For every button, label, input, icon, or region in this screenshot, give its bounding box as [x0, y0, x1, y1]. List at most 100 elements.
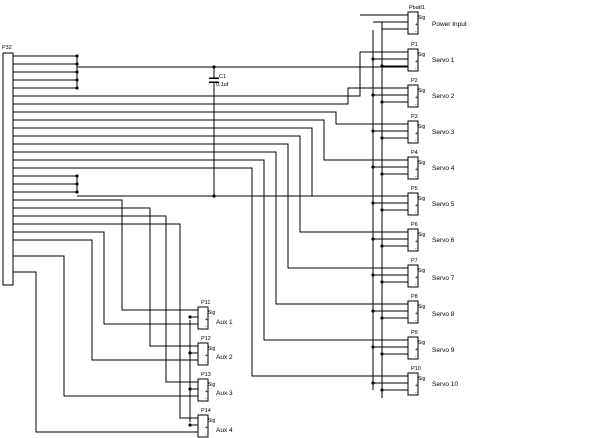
wire — [13, 143, 408, 269]
svg-text:Sig: Sig — [418, 160, 425, 166]
svg-text:Sig: Sig — [208, 310, 215, 316]
wire — [13, 159, 408, 341]
capacitor-c1: C1 0.1uf — [209, 67, 229, 196]
wire — [13, 111, 408, 125]
connector-label: Servo 6 — [432, 237, 455, 244]
connector-label: Aux 3 — [216, 390, 233, 397]
connector-label: Servo 9 — [432, 347, 455, 354]
connector-p9: P9 Sig + - Servo 9 — [407, 330, 455, 360]
svg-text:P8: P8 — [411, 294, 418, 300]
connector-p4: P4 Sig + - Servo 4 — [407, 150, 455, 180]
junction-dot — [371, 237, 375, 241]
svg-text:-: - — [415, 318, 417, 324]
p32-body — [2, 52, 14, 286]
c1-designator: C1 — [219, 74, 226, 80]
svg-text:+: + — [415, 95, 418, 101]
svg-text:Sig: Sig — [418, 124, 425, 130]
junction-dot — [75, 190, 79, 194]
svg-text:Sig: Sig — [208, 418, 215, 424]
svg-text:+: + — [415, 131, 418, 137]
junction-dot — [380, 100, 384, 104]
junctions — [75, 54, 384, 427]
junction-dot — [380, 208, 384, 212]
wire — [13, 151, 408, 305]
junction-dot — [371, 129, 375, 133]
connector-pbatt1: Pbatt1 Sig + - Power Input — [407, 5, 467, 35]
svg-text:+: + — [415, 239, 418, 245]
wire — [13, 135, 408, 233]
junction-dot — [371, 57, 375, 61]
junction-dot — [371, 345, 375, 349]
connector-label: Power Input — [432, 21, 467, 28]
svg-text:P1: P1 — [411, 42, 418, 48]
svg-text:P14: P14 — [201, 408, 211, 414]
junction-dot — [75, 78, 79, 82]
junction-dot — [188, 387, 192, 391]
wire — [13, 215, 198, 383]
wire — [13, 255, 198, 397]
connector-label: Servo 2 — [432, 93, 455, 100]
junction-dot — [380, 64, 384, 68]
svg-text:Sig: Sig — [208, 346, 215, 352]
svg-text:P10: P10 — [411, 366, 421, 372]
junction-dot — [371, 309, 375, 313]
svg-text:+: + — [415, 59, 418, 65]
svg-text:+: + — [415, 383, 418, 389]
svg-text:+: + — [415, 22, 418, 28]
connector-p11: P11 Sig + - Aux 1 — [197, 300, 233, 330]
wire — [13, 87, 408, 105]
connector-p2: P2 Sig + - Servo 2 — [407, 78, 455, 108]
svg-text:P6: P6 — [411, 222, 418, 228]
svg-text:P12: P12 — [201, 336, 211, 342]
junction-dot — [380, 280, 384, 284]
connector-label: Servo 1 — [432, 57, 455, 64]
svg-text:+: + — [205, 389, 208, 395]
svg-text:+: + — [415, 275, 418, 281]
svg-text:Sig: Sig — [418, 196, 425, 202]
connector-label: Servo 4 — [432, 165, 455, 172]
svg-text:Sig: Sig — [418, 15, 425, 21]
svg-text:P11: P11 — [201, 300, 210, 306]
svg-text:P4: P4 — [411, 150, 418, 156]
junction-dot — [380, 352, 384, 356]
wire — [13, 199, 198, 311]
svg-text:-: - — [205, 432, 207, 438]
svg-text:+: + — [415, 311, 418, 317]
svg-text:-: - — [415, 210, 417, 216]
junction-dot — [380, 244, 384, 248]
junction-dot — [371, 381, 375, 385]
svg-text:Sig: Sig — [418, 340, 425, 346]
connector-p10: P10 Sig + - Servo 10 — [407, 366, 458, 396]
wire — [13, 127, 408, 197]
svg-text:-: - — [205, 360, 207, 366]
svg-text:-: - — [415, 138, 417, 144]
junction-dot — [75, 62, 79, 66]
junction-dot — [75, 174, 79, 178]
svg-text:-: - — [205, 324, 207, 330]
svg-text:-: - — [415, 390, 417, 396]
junction-dot — [75, 182, 79, 186]
junction-dot — [212, 194, 216, 198]
svg-text:Sig: Sig — [418, 52, 425, 58]
svg-text:+: + — [205, 425, 208, 431]
svg-text:Sig: Sig — [418, 304, 425, 310]
wire — [13, 271, 198, 433]
connector-p5: P5 Sig + - Servo 5 — [407, 186, 455, 216]
svg-text:P7: P7 — [411, 258, 418, 264]
wire — [13, 231, 198, 325]
junction-dot — [75, 54, 79, 58]
svg-text:-: - — [415, 246, 417, 252]
svg-text:-: - — [415, 102, 417, 108]
junction-dot — [380, 172, 384, 176]
junction-dot — [380, 136, 384, 140]
connector-p6: P6 Sig + - Servo 6 — [407, 222, 455, 252]
svg-text:Sig: Sig — [418, 268, 425, 274]
wire — [13, 239, 198, 361]
svg-text:Sig: Sig — [208, 382, 215, 388]
header-connector-p32: P32 — [2, 45, 14, 286]
svg-text:-: - — [415, 29, 417, 35]
svg-text:-: - — [415, 282, 417, 288]
connector-p8: P8 Sig + - Servo 8 — [407, 294, 455, 324]
junction-dot — [371, 93, 375, 97]
svg-text:+: + — [415, 347, 418, 353]
